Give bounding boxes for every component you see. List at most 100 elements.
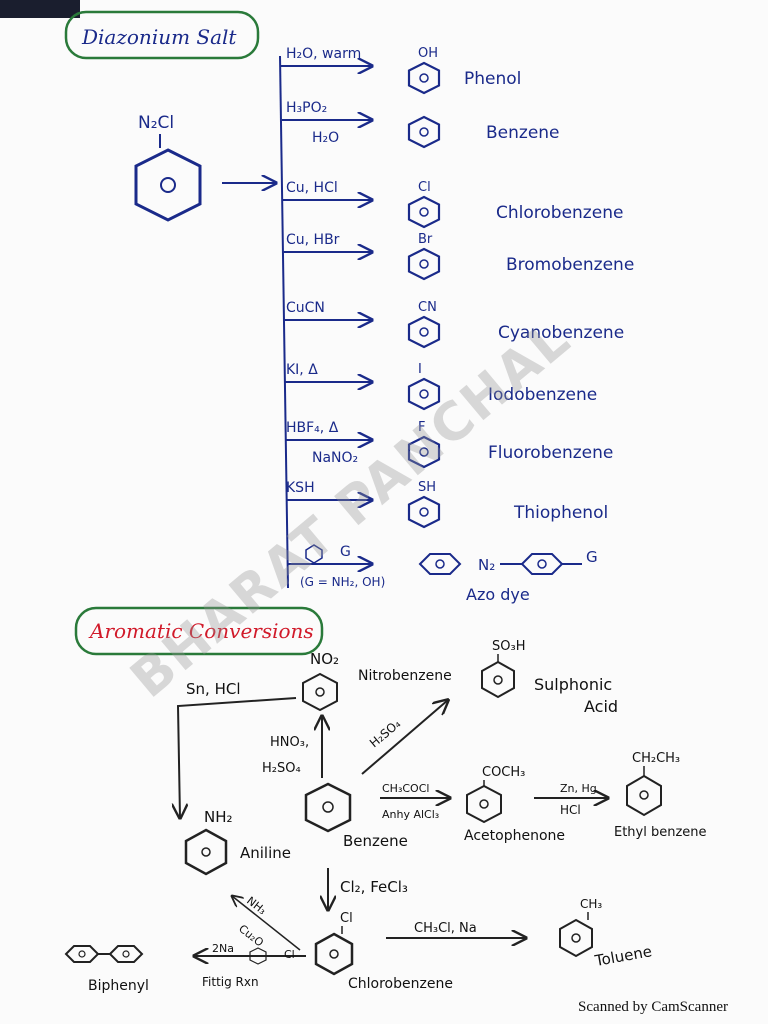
azo-n2: N₂: [478, 556, 495, 574]
reactant-diazonium: N₂Cl: [134, 113, 202, 222]
sulphonation-reagent: H₂SO₄: [367, 716, 403, 750]
branch-reagent: CuCN: [286, 300, 325, 316]
nitration-reagent-1: HNO₃,: [270, 735, 309, 750]
branch-reagent: H₂O, warm: [286, 46, 361, 62]
biphenyl: Biphenyl: [64, 945, 149, 994]
product-substituent: Cl: [418, 180, 431, 195]
toluene: CH₃ Toluene: [559, 897, 654, 970]
branch-row: KI, Δ I Iodobenzene: [285, 362, 597, 411]
branch-reagent: G: [340, 544, 351, 560]
clemmensen-reagent-2: HCl: [560, 803, 581, 817]
branch-row: KSH SH Thiophenol: [286, 480, 608, 529]
product-ring: [407, 247, 441, 281]
branch-product: Thiophenol: [513, 503, 608, 523]
branch-reagent: H₃PO₂: [286, 100, 327, 116]
diazonium-title-box: Diazonium Salt: [64, 10, 260, 60]
nitro-sub: NO₂: [310, 650, 339, 668]
reagent-ring: [305, 544, 323, 564]
ethylbenzene-sub: CH₂CH₃: [632, 751, 680, 766]
branch-product: Chlorobenzene: [496, 203, 623, 223]
benzene-name: Benzene: [343, 832, 408, 850]
product-ring: [407, 61, 441, 95]
reduction-reagent: Sn, HCl: [186, 680, 241, 698]
acetophenone-name: Acetophenone: [464, 828, 565, 844]
branch-reagent: Cu, HBr: [286, 232, 340, 248]
branch-reagent: KSH: [286, 480, 315, 496]
product-substituent: SH: [418, 480, 436, 495]
aniline-name: Aniline: [240, 844, 291, 862]
reactant-label: N₂Cl: [138, 113, 174, 133]
aromatic-title: Aromatic Conversions: [88, 619, 314, 643]
acylation-reagent-1: CH₃COCl: [382, 782, 429, 795]
reduction-path: [178, 697, 297, 818]
product-substituent: OH: [418, 46, 438, 61]
branch-product: Fluorobenzene: [488, 443, 613, 463]
azo-g: G: [586, 548, 598, 566]
product-substituent: Br: [418, 232, 433, 247]
branch-row: H₂O, warm OH Phenol: [281, 46, 521, 95]
nitrobenzene: NO₂ Nitrobenzene: [302, 650, 452, 712]
aniline-sub: NH₂: [204, 808, 233, 826]
product-ring-circle: [419, 259, 429, 269]
product-substituent: CN: [418, 300, 437, 315]
sulph-name1: Sulphonic: [534, 675, 612, 694]
product-ring: [407, 377, 441, 411]
product-ring: [407, 435, 441, 469]
chlorobenzene-name: Chlorobenzene: [348, 976, 453, 992]
branch-reagent-2: H₂O: [312, 130, 339, 146]
sulph-name2: Acid: [584, 697, 618, 716]
scanner-footer: Scanned by CamScanner: [578, 999, 728, 1015]
product-substituent: F: [418, 420, 425, 435]
branch-product: Azo dye: [466, 585, 530, 604]
product-ring: [407, 195, 441, 229]
product-ring-circle: [419, 207, 429, 217]
branch-reagent: Cu, HCl: [286, 180, 338, 196]
azo-ring-1-circle: [435, 559, 445, 569]
branch-reagent: KI, Δ: [286, 362, 318, 378]
ethylbenzene: CH₂CH₃ Ethyl benzene: [614, 751, 707, 840]
biphenyl-name: Biphenyl: [88, 978, 149, 994]
branch-product: Phenol: [464, 69, 521, 89]
product-ring: [407, 495, 441, 529]
diazonium-title: Diazonium Salt: [81, 25, 237, 49]
sulphonation-arrow: [361, 700, 448, 775]
fittig-reagent-4: Cl: [284, 948, 295, 961]
toluene-sub: CH₃: [580, 897, 602, 911]
fittig-reagent-3: 2Na: [212, 942, 234, 955]
chlorobenzene-sub: Cl: [340, 911, 353, 926]
ethylbenzene-name: Ethyl benzene: [614, 825, 707, 840]
aromatic-title-box: Aromatic Conversions: [74, 606, 324, 656]
product-substituent: I: [418, 362, 422, 377]
product-ring-circle: [419, 73, 429, 83]
chlorination-reagent: Cl₂, FeCl₃: [340, 878, 408, 896]
product-ring: [407, 115, 441, 149]
product-ring: [407, 315, 441, 349]
branch-reagent-2: NaNO₂: [312, 450, 358, 466]
clemmensen-reagent-1: Zn, Hg: [560, 782, 597, 795]
scan-edge: [0, 0, 80, 18]
nitration-reagent-2: H₂SO₄: [262, 761, 301, 776]
product-ring-circle: [419, 507, 429, 517]
chlorobenzene-aromatic: Cl Chlorobenzene: [314, 911, 453, 992]
fittig-reagent-2: Cu₂O: [236, 922, 266, 950]
benzene-center: Benzene: [304, 782, 408, 850]
branch-product: Iodobenzene: [488, 385, 597, 405]
product-ring-circle: [419, 327, 429, 337]
product-ring-circle: [419, 447, 429, 457]
product-ring-circle: [419, 127, 429, 137]
toluene-name: Toluene: [593, 942, 654, 970]
branch-reagent-2: (G = NH₂, OH): [300, 575, 385, 589]
sulphonic-acid: SO₃H Sulphonic Acid: [481, 639, 618, 716]
ammonia-arrow: [232, 896, 301, 951]
acylation-reagent-2: Anhy AlCl₃: [382, 808, 439, 821]
fittig-reagent-1: NH₃: [244, 894, 268, 917]
azo-ring-1: [418, 553, 462, 575]
branch-product: Benzene: [486, 123, 560, 143]
